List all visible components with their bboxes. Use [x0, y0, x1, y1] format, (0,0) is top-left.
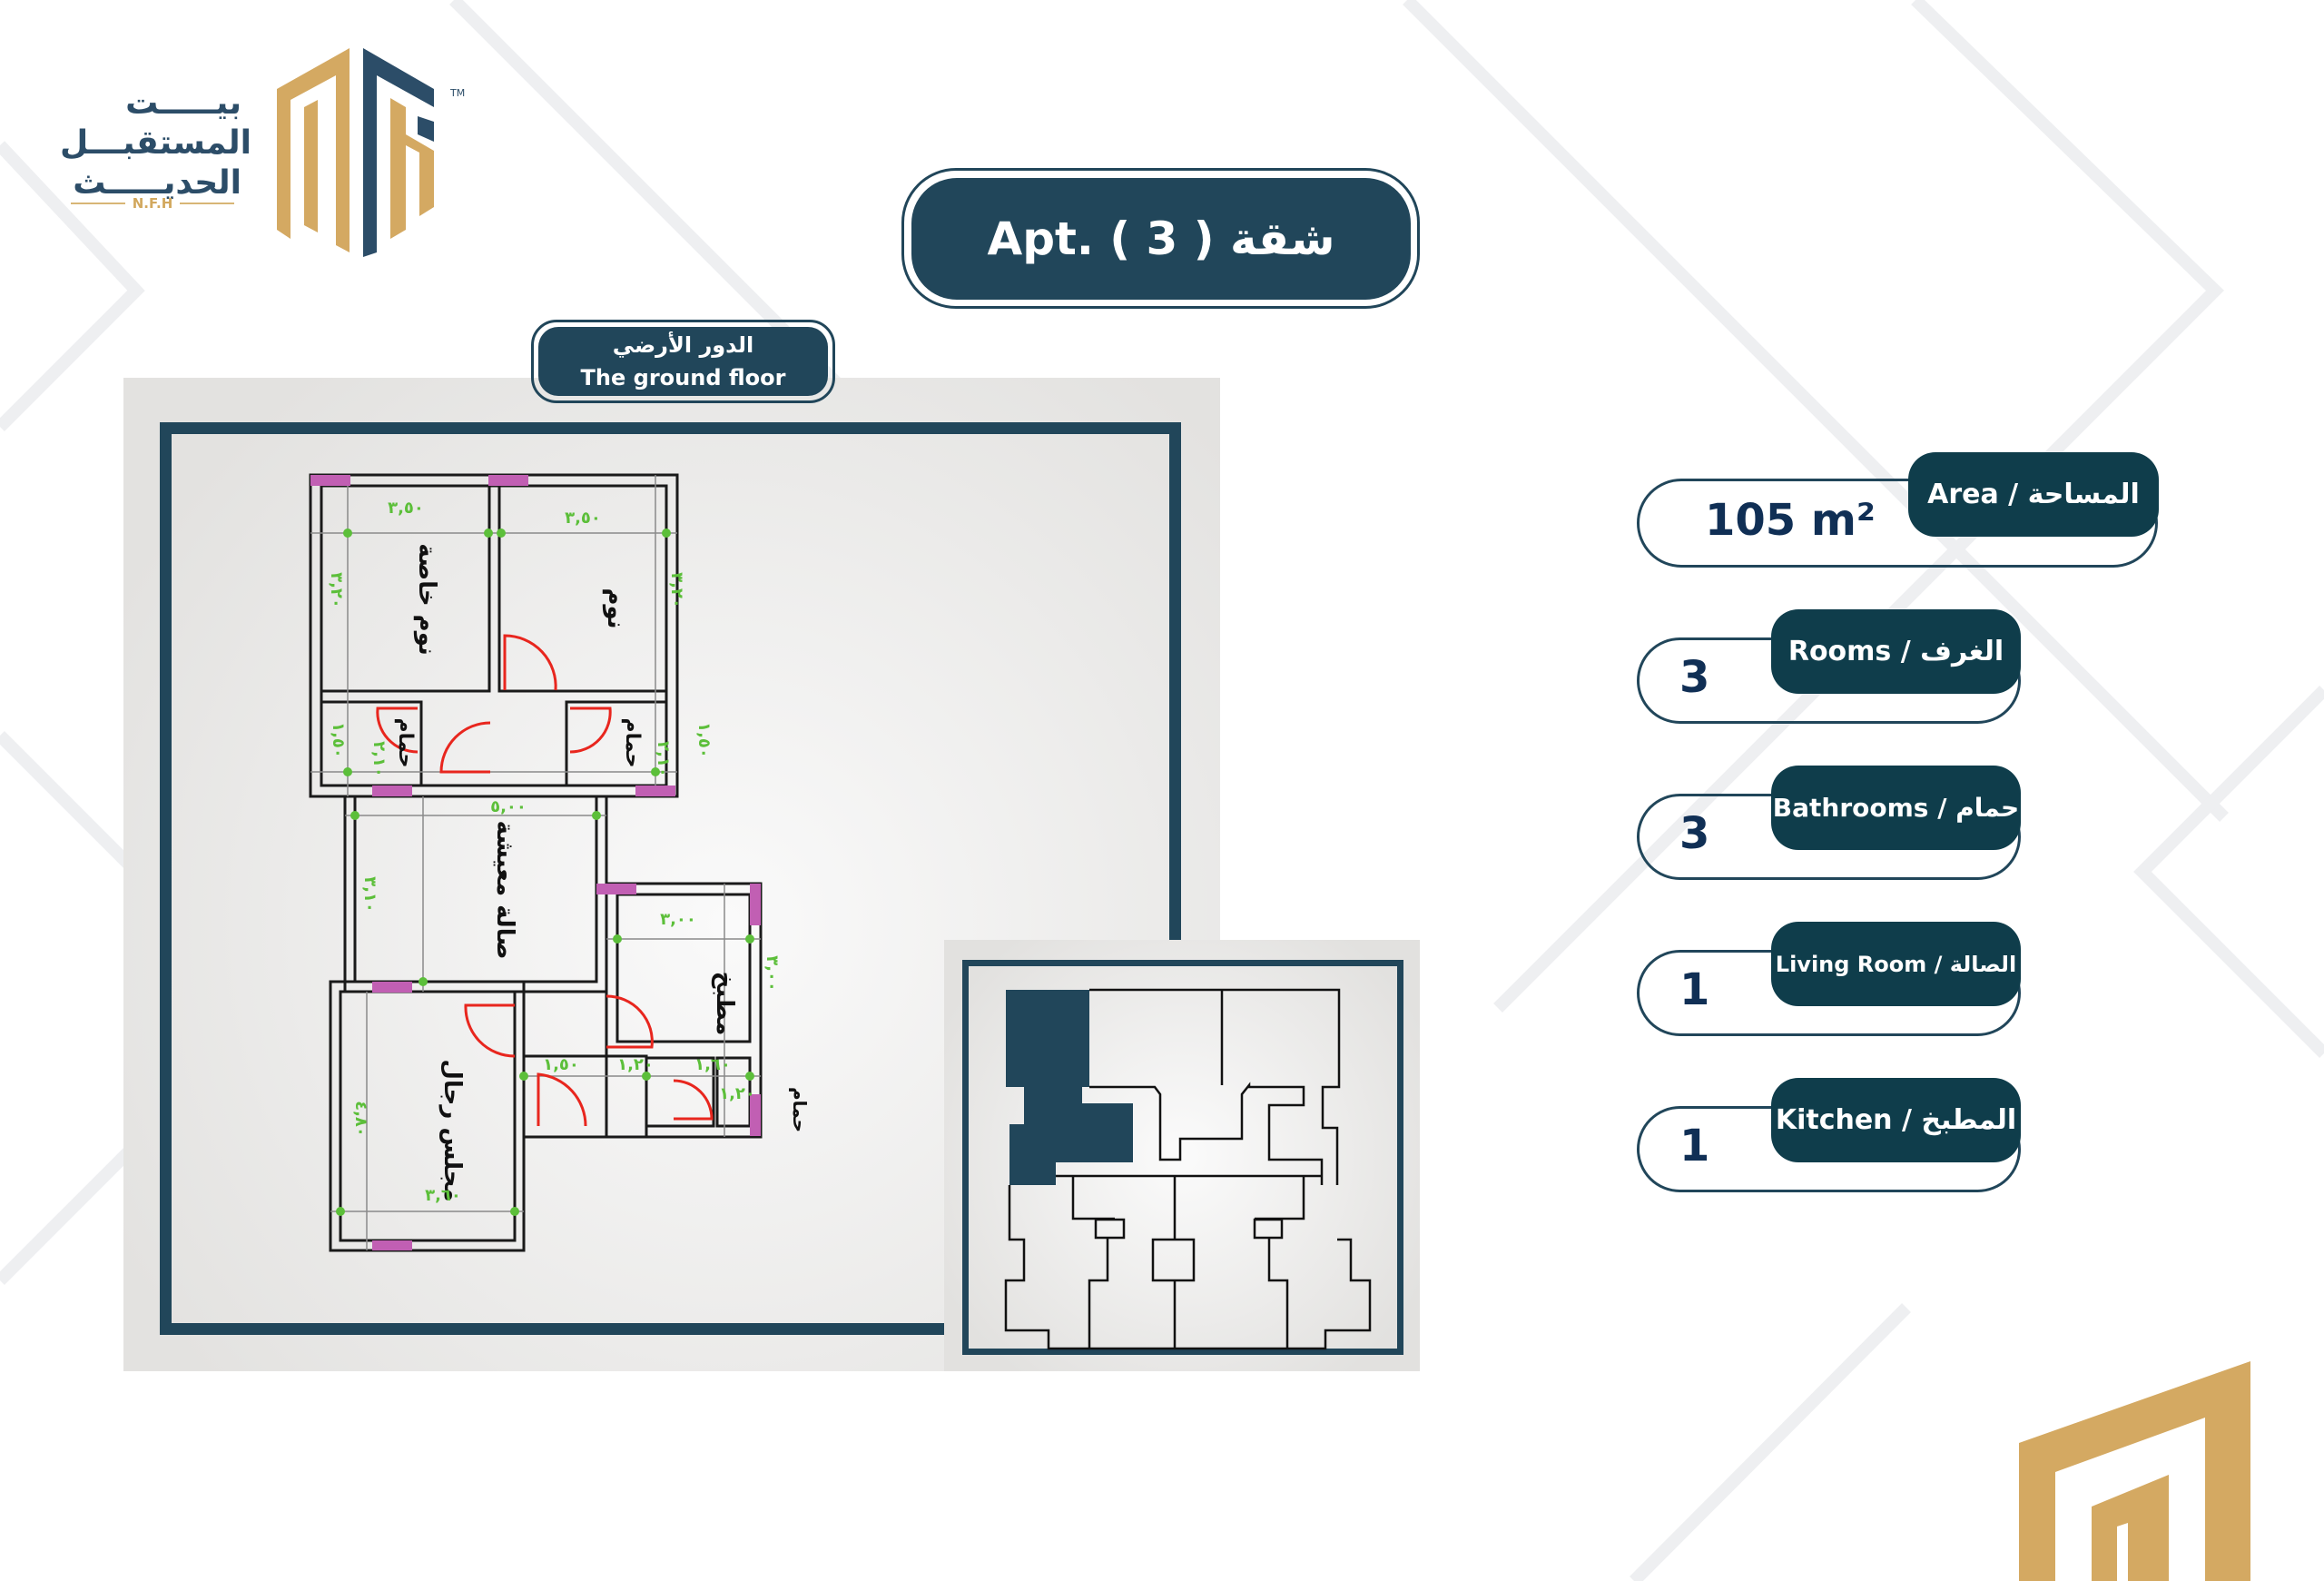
- stat-rooms-value: 3: [1679, 652, 1710, 703]
- room-label-bedroom: نوم: [602, 588, 629, 628]
- room-label-bath-right: حمام: [621, 718, 644, 768]
- brand-line-3: الحديـــــث: [73, 164, 241, 202]
- stat-area-value: 105 m²: [1705, 495, 1876, 546]
- key-plan: [1004, 988, 1372, 1350]
- stat-bathrooms-label: Bathrooms / حمام: [1771, 766, 2021, 850]
- dim-label: ٣,٠٠: [763, 955, 782, 992]
- trademark: TM: [449, 87, 465, 99]
- dim-label: ٣,٢٠: [667, 572, 686, 608]
- room-label-living: صالة معيشة: [491, 820, 518, 959]
- brand-line-1: بيـــــت: [125, 84, 241, 122]
- room-label-master-bedroom: نوم خاصة: [413, 543, 440, 656]
- title-outline: [901, 168, 1420, 309]
- dim-label: ١,٥٠: [329, 722, 348, 758]
- room-label-kitchen: مطبخ: [711, 972, 738, 1036]
- dim-label: ١,٢٠: [617, 1055, 654, 1074]
- brand-name-arabic: بيـــــت المستقبـــل الحديـــــث: [60, 84, 251, 203]
- stat-area-label: Area / المساحة: [1908, 452, 2159, 537]
- room-label-bath-small: حمام: [789, 1087, 811, 1132]
- stat-living-value: 1: [1679, 964, 1710, 1015]
- dim-label: ٢,١٠: [369, 741, 389, 777]
- brand-abbr: N.F.H: [71, 194, 235, 212]
- key-plan-highlighted-unit: [1006, 990, 1133, 1185]
- dim-label: ٣,١٠: [360, 876, 379, 913]
- dim-label: ١,٥٠: [694, 722, 714, 758]
- dim-label: ٣,٦٠: [425, 1186, 461, 1205]
- dim-label: ١,٥٠: [543, 1055, 579, 1074]
- stat-area-outline: [1637, 479, 2158, 568]
- floor-badge: الدور الأرضي The ground floor: [538, 327, 828, 396]
- stat-living-label: Living Room / الصالة: [1771, 922, 2021, 1006]
- dim-label: ٢,١٠: [654, 741, 673, 777]
- floor-label-en: The ground floor: [580, 365, 786, 390]
- corner-logo-icon: [2019, 1361, 2250, 1581]
- stat-bathrooms-value: 3: [1679, 808, 1710, 859]
- stat-kitchen-label: Kitchen / المطبخ: [1771, 1078, 2021, 1162]
- dim-label: ٣,٠٠: [660, 910, 696, 929]
- dim-label: ١,٦٠: [694, 1055, 731, 1074]
- floor-plan: نوم خاصة نوم حمام حمام صالة معيشة مطبخ م…: [309, 473, 811, 1252]
- dim-label: ١,٢٠: [719, 1084, 755, 1103]
- nfh-logo-icon: TM: [277, 48, 465, 257]
- key-plan-frame: [962, 960, 1403, 1355]
- room-label-bath-left: حمام: [394, 718, 417, 768]
- floor-label-ar: الدور الأرضي: [612, 332, 754, 358]
- page-title: Apt. ( 3 ) شقة: [911, 178, 1411, 300]
- dim-label: ٤,٨٠: [351, 1101, 370, 1137]
- brand-line-2: المستقبـــل: [60, 124, 251, 162]
- dim-label: ٥,٠٠: [490, 797, 527, 816]
- dim-label: ٣,٥٠: [388, 499, 424, 518]
- room-label-majlis: مجلس رجال: [438, 1059, 466, 1201]
- brand-abbr-text: N.F.H: [132, 195, 173, 212]
- floor-badge-outline: [531, 320, 835, 403]
- stat-rooms-label: Rooms / الغرف: [1771, 609, 2021, 694]
- dim-label: ٣,٥٠: [565, 509, 601, 528]
- stat-kitchen-value: 1: [1679, 1121, 1710, 1171]
- dim-label: ٣,٢٠: [327, 572, 346, 608]
